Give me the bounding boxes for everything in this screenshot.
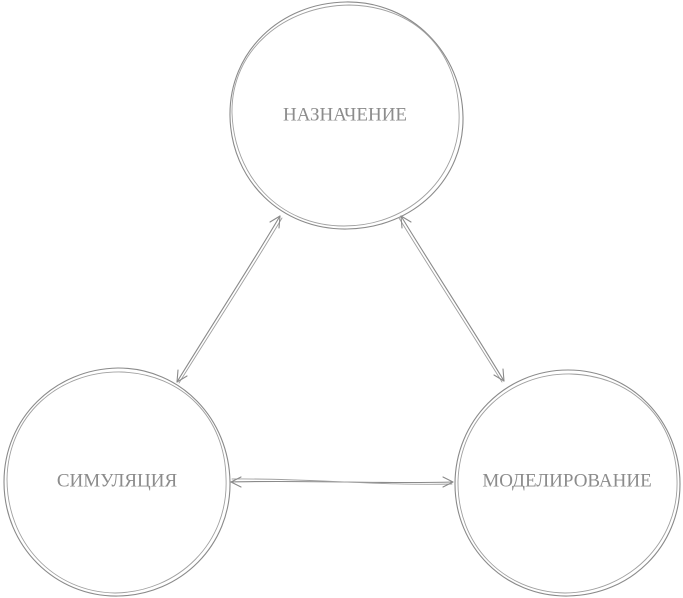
- edge-purpose-simulation-line: [176, 215, 281, 383]
- edge-purpose-simulation-arrowhead-top: [269, 215, 281, 229]
- node-modeling: МОДЕЛИРОВАНИЕ: [454, 369, 681, 597]
- edge-purpose-modeling: [398, 215, 505, 383]
- node-simulation-circle-outline: [6, 371, 227, 594]
- edge-simulation-modeling-arrowhead-right: [442, 476, 454, 488]
- node-simulation: СИМУЛЯЦИЯ: [3, 367, 231, 597]
- node-purpose-circle-outline: [231, 4, 460, 227]
- node-purpose-label: НАЗНАЧЕНИЕ: [283, 104, 407, 125]
- node-simulation-label: СИМУЛЯЦИЯ: [57, 470, 178, 491]
- node-simulation-circle: [3, 367, 231, 597]
- edge-purpose-modeling-arrowhead-bottom: [493, 368, 505, 382]
- node-modeling-label: МОДЕЛИРОВАНИЕ: [482, 470, 651, 491]
- edge-purpose-simulation: [176, 215, 283, 384]
- edge-purpose-simulation-arrowhead-bottom: [176, 369, 188, 383]
- edge-purpose-modeling-line: [400, 215, 505, 382]
- node-modeling-circle-outline: [457, 373, 678, 594]
- edge-simulation-modeling: [230, 476, 454, 488]
- edge-simulation-modeling-arrowhead-left: [230, 476, 242, 488]
- node-purpose: НАЗНАЧЕНИЕ: [229, 1, 464, 230]
- node-modeling-circle: [454, 369, 681, 597]
- edge-purpose-modeling-arrowhead-top: [400, 215, 412, 229]
- node-purpose-circle: [229, 1, 464, 230]
